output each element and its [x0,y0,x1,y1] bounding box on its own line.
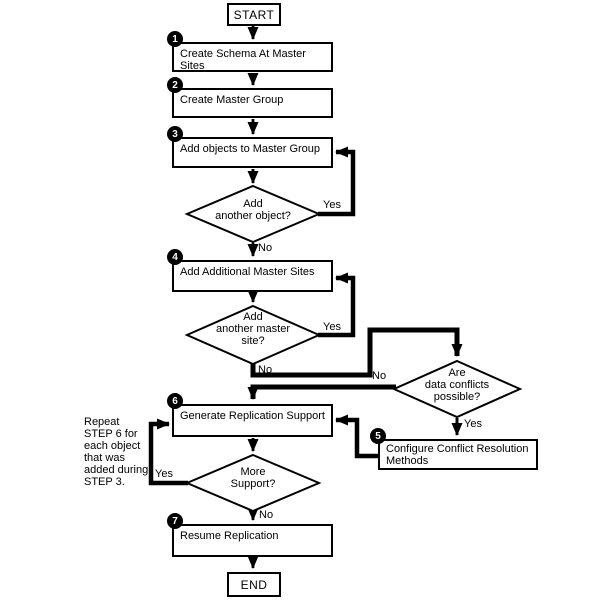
loop-support-yes [148,418,188,486]
step3-label: Add objects to Master Group [180,143,321,155]
decision-object-diamond [184,184,322,244]
step3-box: Add objects to Master Group [172,137,333,168]
step5-label-line2: Methods [386,455,429,467]
label-object-no: No [258,242,273,254]
step4-label: Add Additional Master Sites [180,266,315,278]
step5-badge: 5 [370,428,386,444]
step6-box: Generate Replication Support [172,404,333,437]
loop-object-yes [318,146,356,217]
decision-support-label: More Support? [230,466,276,490]
label-support-yes: Yes [155,468,173,480]
step1-badge: 1 [167,31,183,47]
label-site-no: No [258,364,273,376]
start-label: START [233,7,275,22]
step7-label: Resume Replication [180,530,279,542]
step5-label-line1: Configure Conflict Resolution [386,443,529,455]
label-conflicts-yes: Yes [464,418,482,430]
decision-support-diamond [184,453,322,513]
step4-badge: 4 [167,249,183,265]
decision-object-label: Add another object? [215,198,291,222]
label-conflicts-no: No [372,370,387,382]
step1-label: Create Schema At Master Sites [180,48,306,72]
step5-box: Configure Conflict Resolution Methods [378,439,538,470]
step7-box: Resume Replication [172,524,333,557]
step2-label: Create Master Group [180,94,284,106]
label-object-yes: Yes [323,199,341,211]
decision-conflicts-label: Are data conflicts possible? [424,367,490,403]
step4-box: Add Additional Master Sites [172,260,333,292]
step6-badge: 6 [167,393,183,409]
step3-badge: 3 [167,126,183,142]
step7-badge: 7 [167,513,183,529]
step2-badge: 2 [167,77,183,93]
step6-label: Generate Replication Support [180,410,325,422]
end-label: END [240,577,268,592]
note-repeat-step6: Repeat STEP 6 for each object that was a… [84,416,149,488]
step1-box: Create Schema At Master Sites [172,42,333,72]
connector-step5-to-step6 [335,414,380,459]
start-node: START [227,3,281,26]
label-site-yes: Yes [323,321,341,333]
step2-box: Create Master Group [172,88,333,118]
decision-site-diamond [184,304,322,366]
connector-site-no-to-conflicts [250,327,463,378]
decision-site-label: Add another master site? [216,311,290,347]
label-support-no: No [259,509,274,521]
decision-conflicts-diamond [391,359,523,419]
loop-site-yes [318,272,356,338]
connector-conflicts-no-to-step6 [247,384,396,400]
end-node: END [227,572,281,597]
